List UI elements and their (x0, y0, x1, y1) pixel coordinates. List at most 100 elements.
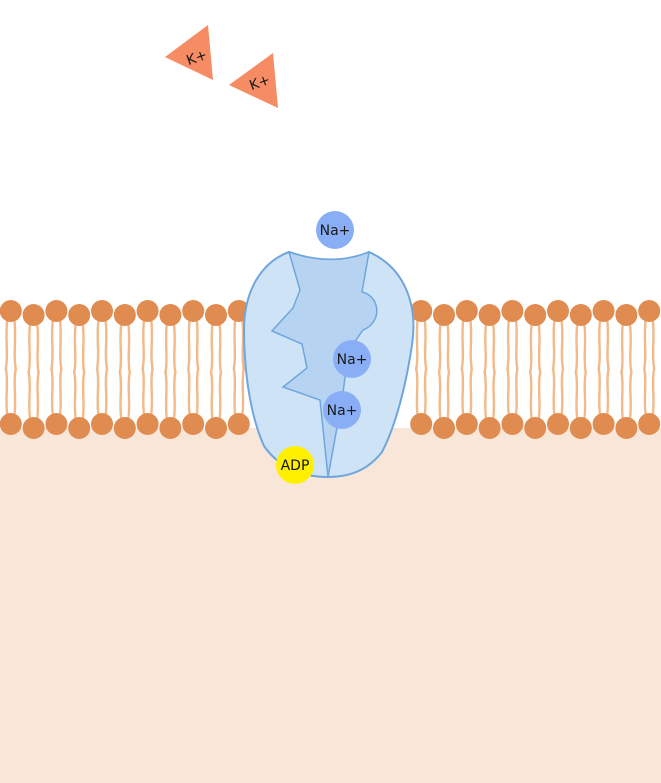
cytoplasm-region (0, 428, 661, 783)
phospholipid-head-inner (227, 413, 250, 435)
lipid-tail (172, 370, 177, 422)
lipid-tail (50, 317, 55, 371)
phospholipid-head-outer (478, 304, 501, 326)
phospholipid-head-outer (433, 304, 455, 326)
sodium-ion-bound-upper: Na+ (333, 340, 371, 378)
lipid-tail (4, 317, 9, 371)
phospholipid-head-outer (159, 304, 182, 326)
lipid-tail (218, 321, 223, 375)
lipid-tail (537, 321, 542, 375)
lipid-tail (560, 317, 565, 371)
phospholipid-head-outer (91, 300, 113, 322)
lipid-tail (514, 317, 519, 371)
lipid-tail (35, 321, 40, 375)
lipid-tail (164, 370, 169, 422)
potassium-ion-1: K+ (165, 25, 213, 80)
lipid-tail (218, 370, 223, 422)
lipid-tail (50, 366, 55, 418)
lipid-tail (95, 317, 100, 371)
sodium-ion-bound-upper-label: Na+ (337, 352, 368, 368)
lipid-tail (437, 321, 442, 375)
lipid-tail (574, 321, 579, 375)
lipid-tail (597, 366, 602, 418)
lipid-tail (643, 366, 647, 418)
lipid-tail (415, 366, 419, 418)
lipid-tail (232, 366, 237, 418)
lipid-tail (13, 366, 17, 418)
phospholipid-head-outer (501, 300, 524, 322)
phospholipid-head-inner (638, 413, 661, 435)
lipid-tail (4, 366, 9, 418)
phospholipid-head-inner (113, 417, 136, 439)
lipid-tail (551, 317, 556, 371)
adp-molecule: ADP (276, 446, 314, 484)
lipid-tail (141, 317, 146, 371)
lipid-tail (209, 321, 214, 375)
lipid-tail (104, 317, 109, 371)
lipid-tail (35, 370, 40, 422)
phospholipid-head-inner (615, 417, 638, 439)
phospholipid-head-outer (455, 300, 478, 322)
lipid-tail (529, 370, 533, 422)
phospholipid-head-inner (45, 413, 68, 435)
lipid-tail (605, 317, 610, 371)
lipid-tail (491, 370, 496, 422)
phospholipid-head-outer (592, 300, 615, 322)
lipid-tail (95, 366, 100, 418)
lipid-tail (27, 370, 32, 422)
lipid-tail (241, 366, 245, 418)
phospholipid-head-inner (524, 417, 547, 439)
phospholipid-head-outer (45, 300, 68, 322)
sodium-ion-outside-shape (316, 211, 354, 249)
phospholipid-head-outer (68, 304, 91, 326)
phospholipid-head-outer (0, 300, 22, 322)
lipid-tail (446, 370, 451, 422)
pump-binding-channel (270, 250, 378, 478)
lipid-tail (491, 321, 496, 375)
lipid-tail (651, 366, 656, 418)
phospholipid-head-outer (205, 304, 227, 326)
phospholipid-head-inner (159, 417, 182, 439)
phospholipid-head-outer (136, 300, 159, 322)
lipid-tail (118, 370, 123, 422)
lipid-tail (628, 370, 633, 422)
lipid-tail (460, 366, 465, 418)
phospholipid-bilayer (0, 300, 661, 439)
lipid-tail (483, 321, 488, 375)
phospholipid-head-inner (547, 413, 569, 435)
phospholipid-head-outer (113, 304, 136, 326)
sodium-ion-bound-lower-shape (323, 391, 361, 429)
lipid-tail (58, 317, 63, 371)
lipid-tail (187, 366, 191, 418)
lipid-tail (574, 370, 579, 422)
lipid-tail (141, 366, 146, 418)
lipid-tail (423, 366, 428, 418)
lipid-tail (583, 321, 587, 375)
lipid-tail (73, 370, 77, 422)
sodium-ion-outside-label: Na+ (320, 223, 351, 239)
sodium-ion-bound-lower: Na+ (323, 391, 361, 429)
adp-molecule-shape (276, 446, 314, 484)
lipid-tail (437, 370, 442, 422)
lipid-tail (469, 317, 473, 371)
phospholipid-head-outer (182, 300, 205, 322)
adp-molecule-label: ADP (281, 458, 310, 474)
lipid-tail (483, 370, 488, 422)
phospholipid-head-outer (22, 304, 45, 326)
phospholipid-head-inner (182, 413, 205, 435)
lipid-tail (209, 370, 214, 422)
lipid-tail (104, 366, 109, 418)
phospholipid-head-inner (478, 417, 501, 439)
phospholipid-head-outer (638, 300, 661, 322)
potassium-ion-1-shape (165, 25, 213, 80)
lipid-tail (195, 317, 200, 371)
lipid-tail (605, 366, 610, 418)
lipid-tail (118, 321, 123, 375)
phospholipid-head-outer (547, 300, 569, 322)
lipid-tail (423, 317, 428, 371)
lipid-tail (164, 321, 169, 375)
lipid-tail (620, 321, 625, 375)
phospholipid-head-inner (501, 413, 524, 435)
